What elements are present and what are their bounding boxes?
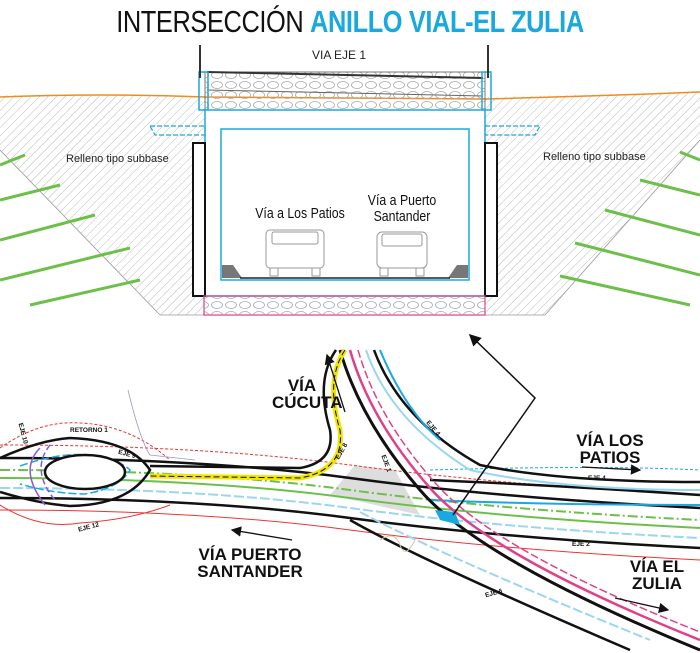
- car-icon: [376, 231, 428, 277]
- callout-arrow: [452, 333, 536, 516]
- arrow-los-patios: [581, 464, 642, 475]
- lane-label-los-patios: Vía a Los Patios: [255, 205, 345, 222]
- green-stripes-left: [0, 153, 141, 307]
- label-retorno: RETORNO 1: [70, 427, 108, 434]
- green-stripes-right: [559, 150, 700, 307]
- arrow-el-zulia: [614, 597, 670, 614]
- arrow-cucuta: [324, 353, 346, 413]
- base: [203, 295, 486, 316]
- road-label: VIA EJE 1: [312, 48, 367, 62]
- wall-left: [192, 142, 206, 297]
- car-icon: [265, 229, 325, 277]
- label-eje-2: EJE 2: [572, 541, 590, 548]
- fill-left: [0, 95, 205, 315]
- arrow-puerto-santander: [230, 526, 293, 541]
- fill-label-left: Relleno tipo subbase: [66, 153, 169, 165]
- cross-section: [0, 45, 700, 316]
- fill-right: [485, 92, 700, 315]
- guardrail-icon: [199, 45, 489, 78]
- label-eje-4-b: EJE 4: [588, 475, 606, 482]
- page-title: INTERSECCIÓN ANILLO VIAL-EL ZULIA: [116, 4, 584, 39]
- fill-label-right: Relleno tipo subbase: [543, 151, 646, 163]
- wall-right: [484, 142, 498, 297]
- plan-view: [0, 333, 700, 652]
- lane-label-puerto-santander: Vía a Puerto Santander: [367, 192, 437, 225]
